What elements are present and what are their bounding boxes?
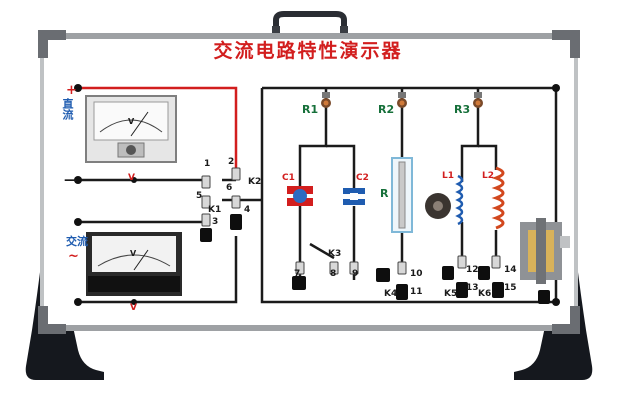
switch-label-k5: K5	[444, 289, 458, 299]
capacitor-c2	[343, 188, 365, 205]
dc-meter-caption: V	[128, 173, 135, 183]
inductor-l2	[491, 166, 505, 230]
capacitor-label-c2: C2	[356, 173, 369, 183]
dc-label: 直流	[61, 98, 74, 120]
terminal-2: 2	[228, 157, 235, 167]
terminal-10: 10	[410, 269, 423, 279]
terminal-14: 14	[504, 265, 517, 275]
terminal-8: 8	[330, 269, 337, 279]
resistor-label-r: R	[380, 187, 389, 200]
ac-symbol: ~	[68, 249, 79, 264]
terminal-3: 3	[212, 217, 219, 227]
inductor-label-l2: L2	[482, 171, 494, 181]
switch-label-k1: K1	[208, 205, 222, 215]
terminal-4: 4	[244, 205, 251, 215]
terminal-9: 9	[352, 269, 359, 279]
capacitor-label-c1: C1	[282, 173, 295, 183]
terminal-5: 5	[196, 191, 203, 201]
terminal-13: 13	[466, 283, 479, 293]
ac-voltmeter	[86, 232, 182, 296]
terminal-7: 7	[294, 269, 301, 279]
carry-handle	[272, 11, 348, 34]
switch-label-k4: K4	[384, 289, 398, 299]
ac-label: 交流	[66, 235, 88, 248]
transformer	[520, 218, 570, 284]
terminal-6: 6	[226, 183, 233, 193]
board-title: 交流电路特性演示器	[213, 40, 403, 62]
resistor-label-r3: R3	[454, 103, 471, 116]
resistor-label-r2: R2	[378, 103, 395, 116]
binding-posts	[74, 84, 560, 306]
dc-voltmeter	[85, 95, 177, 163]
ac-meter-unit: V	[130, 249, 137, 258]
terminal-12: 12	[466, 265, 479, 275]
inductor-l1	[425, 174, 464, 226]
switch-label-k3: K3	[328, 249, 342, 259]
resistor-r-tube	[391, 157, 413, 233]
terminal-1: 1	[204, 159, 211, 169]
switch-label-k6: K6	[478, 289, 492, 299]
inductor-label-l1: L1	[442, 171, 454, 181]
switch-label-k2: K2	[248, 177, 262, 187]
dc-meter-unit: V	[128, 117, 135, 126]
resistor-label-r1: R1	[302, 103, 319, 116]
dc-plus-sign: +	[66, 83, 77, 98]
circuit-wires	[78, 86, 558, 304]
ac-meter-caption: V	[130, 303, 137, 313]
terminal-15: 15	[504, 283, 517, 293]
dc-minus-sign: —	[64, 173, 77, 188]
terminal-11: 11	[410, 287, 423, 297]
capacitor-c1	[287, 186, 313, 206]
